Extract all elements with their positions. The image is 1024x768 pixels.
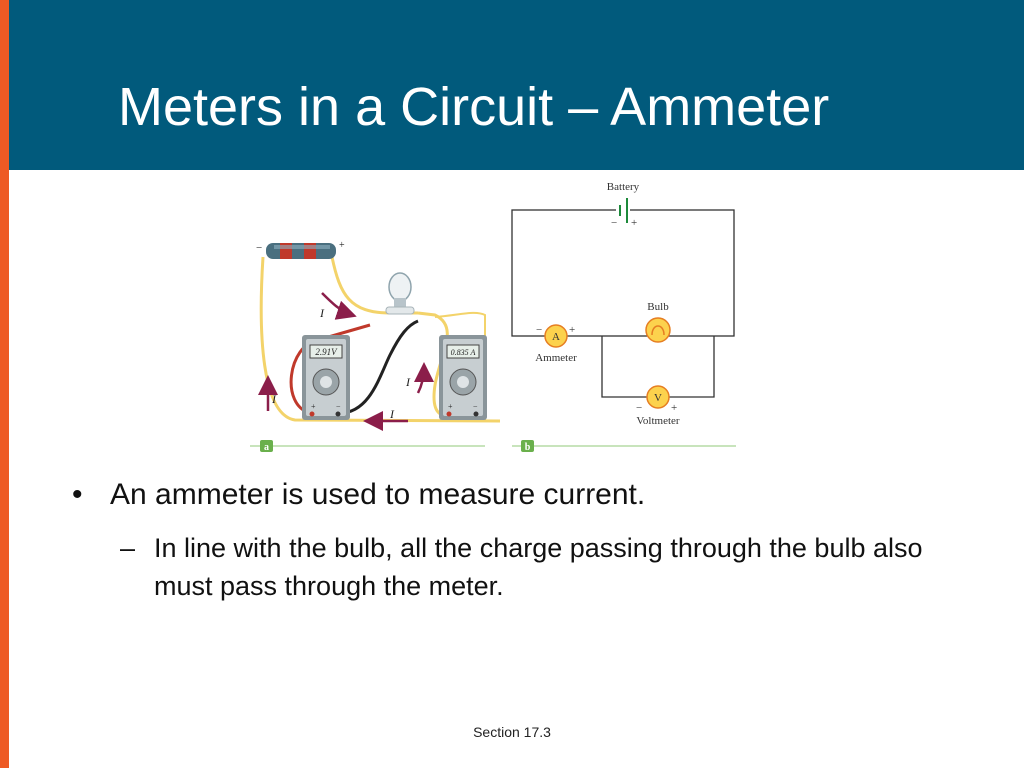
wire-black <box>339 319 419 415</box>
voltmeter-minus: − <box>636 402 642 414</box>
voltmeter-terminal-minus: − <box>336 402 341 411</box>
voltmeter-label: Voltmeter <box>636 415 680 427</box>
battery-minus-label: − <box>256 242 262 254</box>
schematic-battery-minus: − <box>611 217 617 229</box>
title-banner <box>9 0 1024 170</box>
sub-bullet-mark: – <box>120 533 136 563</box>
slide-title: Meters in a Circuit – Ammeter <box>118 77 830 137</box>
sub-bullet-item: – In line with the bulb, all the charge … <box>120 529 940 605</box>
current-label-left: I <box>271 392 277 406</box>
current-arrow-top <box>321 292 357 320</box>
ammeter-terminal-plus: + <box>448 402 453 411</box>
voltmeter-symbol: V <box>654 392 662 404</box>
panel-a-label: a <box>264 442 269 453</box>
bulb-photo <box>385 272 415 315</box>
circuit-figure: − + 2.91V + − <box>240 175 750 460</box>
current-arrow-right <box>413 362 434 394</box>
circuit-figure-svg: − + 2.91V + − <box>250 181 736 453</box>
bulb-label: Bulb <box>647 301 669 313</box>
current-label-right: I <box>405 375 411 389</box>
current-label-bottom: I <box>389 407 395 421</box>
accent-bar <box>0 0 9 768</box>
voltmeter-display: 2.91V <box>315 347 338 357</box>
schematic-panel: Battery − + Bulb A − + Ammeter V − + Vol… <box>511 181 736 453</box>
voltmeter-plus: + <box>671 402 677 414</box>
wire-yellow-left <box>259 256 501 423</box>
ammeter-symbol: A <box>552 331 560 343</box>
voltmeter-terminal-plus: + <box>311 402 316 411</box>
footer-section: Section 17.3 <box>473 724 551 740</box>
photo-panel: − + 2.91V + − <box>250 240 501 453</box>
bullet-item: • An ammeter is used to measure current. <box>70 475 970 515</box>
sub-bullet-text: In line with the bulb, all the charge pa… <box>154 533 923 601</box>
panel-b-label: b <box>525 442 531 453</box>
ammeter-terminal-minus: − <box>473 402 478 411</box>
ammeter-plus: + <box>569 324 575 336</box>
wire-yellow-right <box>417 311 449 417</box>
current-label-top: I <box>319 306 325 320</box>
panel-b-badge <box>521 440 534 452</box>
ammeter-label: Ammeter <box>535 352 577 364</box>
panel-a-badge <box>260 440 273 452</box>
battery-plus-label: + <box>339 240 345 251</box>
schematic-voltmeter <box>646 385 670 409</box>
wire-yellow-meter <box>434 311 486 415</box>
voltmeter-photo: 2.91V + − <box>302 335 350 420</box>
battery-label: Battery <box>607 181 640 193</box>
battery-photo <box>266 243 336 259</box>
bullet-mark: • <box>72 478 83 511</box>
schematic-bulb-filament <box>651 325 665 336</box>
schematic-loop <box>511 209 735 337</box>
schematic-ammeter <box>544 324 568 348</box>
bullet-text: An ammeter is used to measure current. <box>110 478 646 511</box>
ammeter-minus: − <box>536 324 542 336</box>
bullet-list: • An ammeter is used to measure current.… <box>70 475 970 605</box>
schematic-battery-plus: + <box>631 217 637 229</box>
ammeter-photo: 0.835 A + − <box>439 335 487 420</box>
ammeter-display: 0.835 A <box>451 348 476 357</box>
schematic-bulb <box>645 317 671 343</box>
